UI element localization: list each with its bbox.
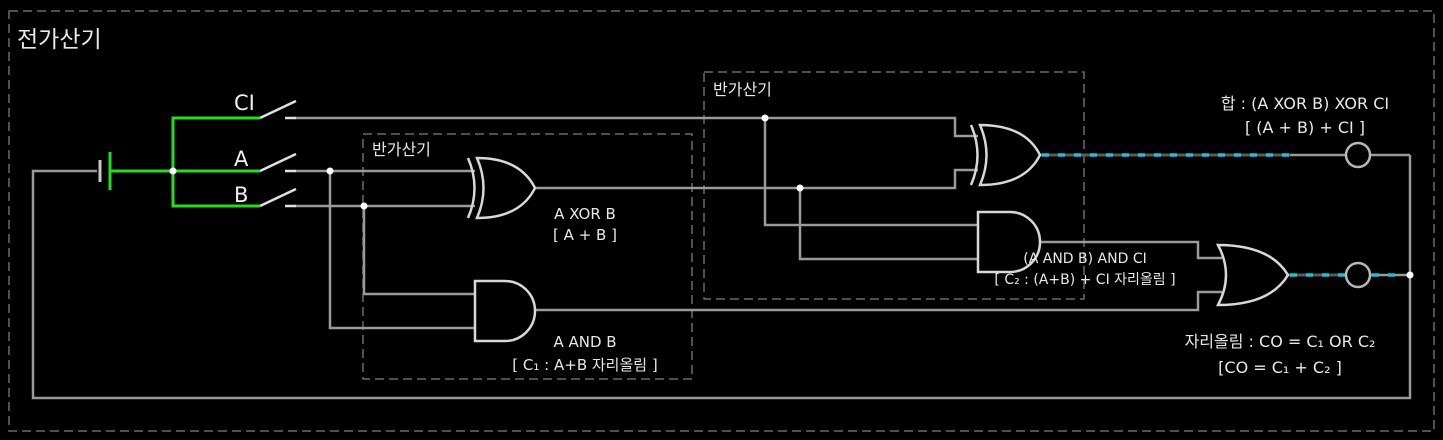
output-wires: [1040, 153, 1345, 277]
carry-output-lamp: [1344, 261, 1372, 289]
half-adder-2-box: [703, 71, 1085, 300]
xor-gate-1: [466, 156, 537, 220]
and2-label-line2: [ C₂ : (A+B) + CI 자리올림 ]: [994, 272, 1176, 288]
output-signal-dashes: [1042, 153, 1400, 277]
carry-label-line1: 자리올림 : CO = C₁ OR C₂: [1184, 332, 1376, 351]
circuit-title: 전가산기: [17, 27, 102, 53]
xor1-label-line1: A XOR B: [554, 205, 616, 223]
half-adder-2-label: 반가산기: [713, 80, 772, 99]
or-gate: [1215, 243, 1290, 307]
and-gate-2: [976, 210, 1042, 274]
switch-b-label: B: [234, 183, 249, 207]
and-gate-1: [473, 279, 537, 343]
junction-dots: [169, 114, 1414, 279]
and2-label-line1: (A AND B) AND CI: [1023, 251, 1147, 267]
switch-ci-label: CI: [234, 91, 255, 115]
sum-label-line2: [ (A + B) + CI ]: [1244, 118, 1366, 137]
half-adder-1-label: 반가산기: [372, 140, 431, 159]
xor1-label-line2: [ A + B ]: [553, 226, 617, 244]
sum-label: 합 : (A XOR B) XOR CI [ (A + B) + CI ]: [1195, 90, 1415, 137]
and1-label: A AND B [ C₁ : A+B 자리올림 ]: [470, 333, 700, 375]
sum-output-lamp: [1344, 141, 1372, 169]
outer-frame: [8, 10, 1435, 432]
and2-label: (A AND B) AND CI [ C₂ : (A+B) + CI 자리올림 …: [965, 251, 1205, 289]
carry-label: 자리올림 : CO = C₁ OR C₂ [CO = C₁ + C₂ ]: [1155, 328, 1405, 377]
wires: [31, 116, 1412, 400]
switch-contacts: [259, 99, 297, 208]
sum-label-line1: 합 : (A XOR B) XOR CI: [1220, 94, 1390, 113]
and1-label-line2: [ C₁ : A+B 자리올림 ]: [512, 356, 658, 374]
switch-a-label: A: [234, 147, 249, 171]
xor-gate-2: [969, 123, 1042, 187]
battery-green-wires: [108, 116, 260, 208]
and1-label-line1: A AND B: [553, 333, 617, 351]
carry-label-line2: [CO = C₁ + C₂ ]: [1218, 358, 1342, 377]
xor1-label: A XOR B [ A + B ]: [520, 205, 650, 244]
